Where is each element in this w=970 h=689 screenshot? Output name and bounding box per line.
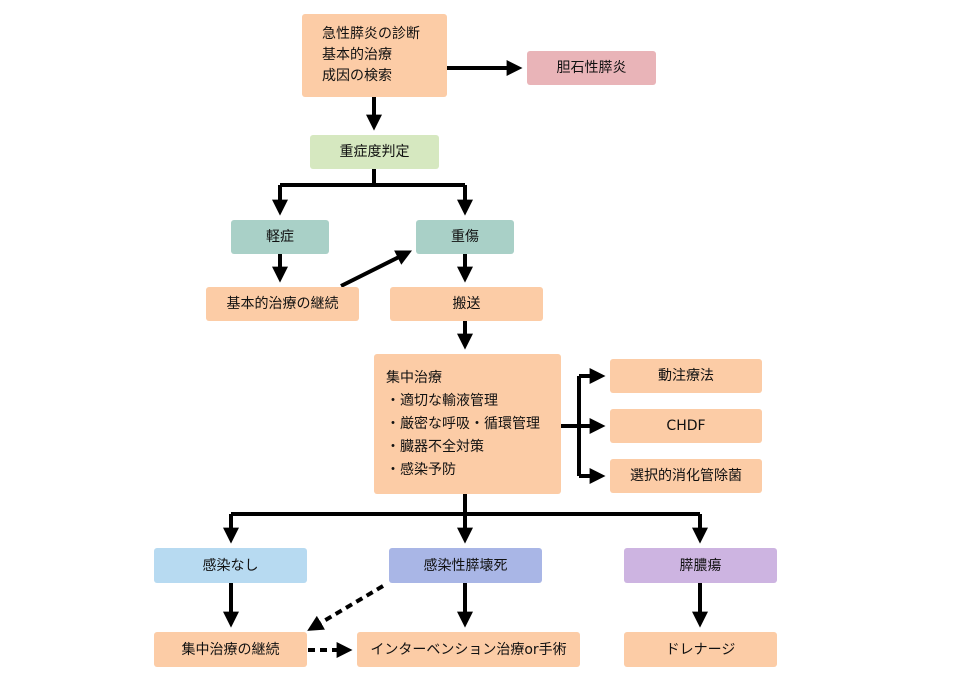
diagnosis-line-3: 成因の検索 <box>322 68 392 84</box>
severe-label: 重傷 <box>451 229 479 245</box>
intervention-box: インターベンション治療or手術 <box>357 632 580 667</box>
sdd-label: 選択的消化管除菌 <box>630 468 742 484</box>
basic-continue-label: 基本的治療の継続 <box>226 296 339 312</box>
pancreatic-abscess-box: 膵膿瘍 <box>624 548 777 583</box>
icu-branch-bottom <box>231 494 700 516</box>
no-infection-box: 感染なし <box>154 548 307 583</box>
drainage-label: ドレナージ <box>665 641 736 658</box>
mild-box: 軽症 <box>231 220 329 254</box>
mild-label: 軽症 <box>266 229 294 245</box>
basic-treatment-continue-box: 基本的治療の継続 <box>206 287 359 321</box>
gallstone-label: 胆石性膵炎 <box>556 60 627 76</box>
intensive-care-box: 集中治療 ・適切な輸液管理 ・厳密な呼吸・循環管理 ・臓器不全対策 ・感染予防 <box>374 354 561 494</box>
icu-line-1: 集中治療 <box>386 369 442 386</box>
abscess-label: 膵膿瘍 <box>679 557 722 574</box>
icu-line-3: ・厳密な呼吸・循環管理 <box>386 415 540 432</box>
no-infection-label: 感染なし <box>202 557 259 574</box>
diagnosis-box: 急性膵炎の診断 基本的治療 成因の検索 <box>302 14 447 97</box>
chdf-box: CHDF <box>610 409 762 443</box>
dashed-arrow-necrosis-to-icu-continue <box>307 584 385 631</box>
gallstone-pancreatitis-box: 胆石性膵炎 <box>527 51 656 85</box>
severity-label: 重症度判定 <box>339 144 410 160</box>
severity-assessment-box: 重症度判定 <box>310 135 439 169</box>
diagnosis-line-1: 急性膵炎の診断 <box>322 26 420 42</box>
severe-box: 重傷 <box>416 220 514 254</box>
infected-necrosis-box: 感染性膵壊死 <box>389 548 542 583</box>
arterial-infusion-box: 動注療法 <box>610 359 762 393</box>
arterial-label: 動注療法 <box>658 368 714 384</box>
icu-branch-right <box>561 376 581 476</box>
icu-line-5: ・感染予防 <box>386 461 456 478</box>
transport-label: 搬送 <box>452 296 481 312</box>
icu-continue-label: 集中治療の継続 <box>181 641 280 658</box>
drainage-box: ドレナージ <box>624 632 777 667</box>
severity-branch-line <box>280 169 465 187</box>
diagnosis-line-2: 基本的治療 <box>322 47 392 63</box>
icu-continue-box: 集中治療の継続 <box>154 632 307 667</box>
arrow-basic-to-severe <box>340 250 413 288</box>
intervention-label: インターベンション治療or手術 <box>370 641 567 658</box>
infected-necrosis-label: 感染性膵壊死 <box>423 557 508 574</box>
icu-line-4: ・臓器不全対策 <box>386 438 484 455</box>
transport-box: 搬送 <box>390 287 543 321</box>
selective-decontamination-box: 選択的消化管除菌 <box>610 459 762 493</box>
icu-line-2: ・適切な輸液管理 <box>386 392 498 409</box>
chdf-label: CHDF <box>666 418 706 434</box>
